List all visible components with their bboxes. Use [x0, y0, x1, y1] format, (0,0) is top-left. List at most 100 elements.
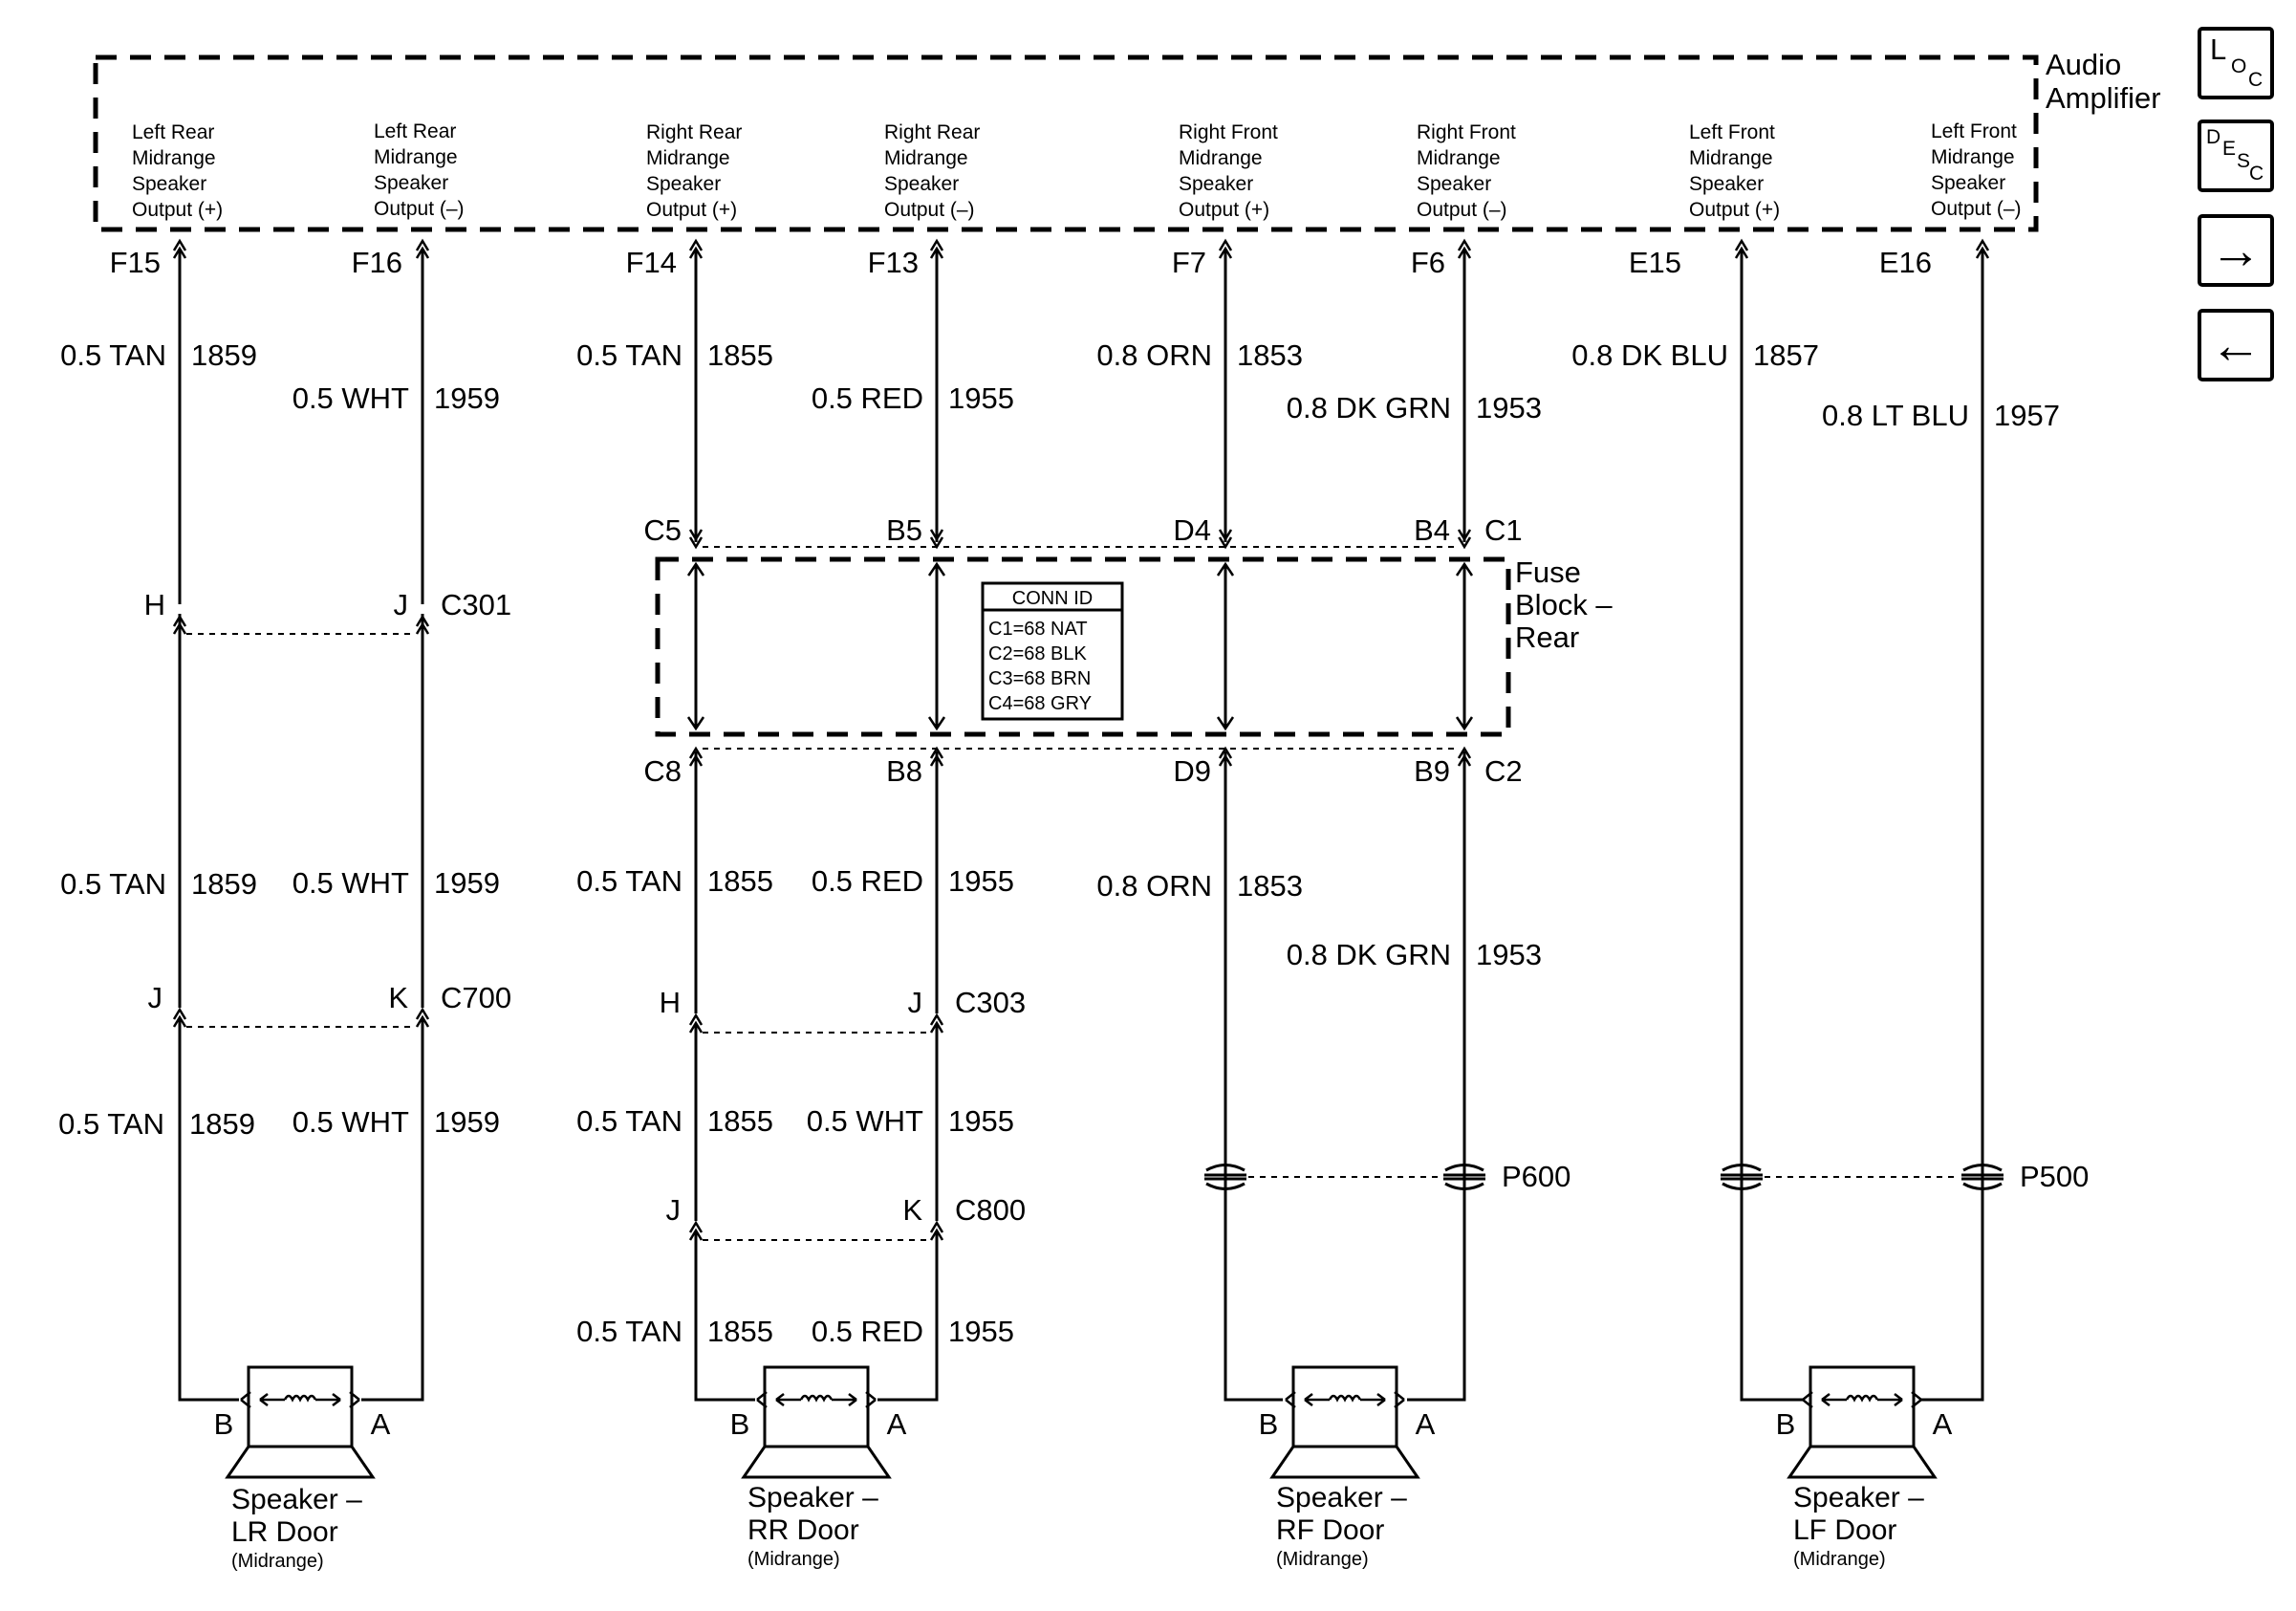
c303-pin-right: J [908, 986, 923, 1019]
wire-color-label: 0.8 ORN [1096, 869, 1212, 903]
speaker-name-line2: RF Door [1276, 1514, 1384, 1546]
wire-color-label: 0.5 TAN [576, 1104, 682, 1138]
next-page-button[interactable]: → [2198, 214, 2274, 287]
wires [178, 250, 1984, 1402]
wire-lf-minus [1921, 250, 1984, 1402]
arrow-left-icon: ← [2210, 316, 2262, 374]
speaker-name-line3: (Midrange) [1793, 1549, 1886, 1570]
fuse-pin-label: B4 [1414, 513, 1450, 547]
loc-button[interactable]: L O C [2198, 27, 2274, 99]
output-label-rr-plus: Right Rear Midrange Speaker Output (+) [646, 121, 742, 221]
svg-text:S: S [2237, 150, 2250, 172]
c700-name: C700 [441, 981, 511, 1014]
wire-color-label: 0.5 TAN [60, 867, 166, 901]
wire-color-label: 0.8 DK BLU [1571, 338, 1728, 372]
pin-label: F14 [626, 246, 677, 279]
wire-color-label: 0.5 WHT [292, 381, 409, 415]
conn-id-row: C4=68 GRY [988, 693, 1092, 714]
speaker-coil-icon [756, 1391, 877, 1408]
circuit-number: 1859 [191, 867, 257, 901]
amplifier-terminals [172, 239, 1990, 260]
svg-text:Speaker: Speaker [646, 173, 721, 195]
pin-label: F6 [1411, 246, 1445, 279]
speaker-name-line2: RR Door [747, 1514, 859, 1546]
svg-text:E: E [2222, 138, 2236, 160]
circuit-number: 1859 [191, 338, 257, 372]
fuse-pin-label: B8 [886, 754, 922, 788]
connector-c303: H J C303 [660, 986, 1026, 1034]
speaker-name-line1: Speaker – [231, 1484, 362, 1515]
wire-color-label: 0.5 TAN [576, 338, 682, 372]
speaker-pin-a: A [371, 1407, 391, 1441]
wire-color-label: 0.5 TAN [576, 1315, 682, 1348]
output-label-rf-minus: Right Front Midrange Speaker Output (–) [1417, 121, 1516, 221]
fuse-pin-label: C8 [643, 754, 682, 788]
conn-id-table: CONN ID C1=68 NAT C2=68 BLK C3=68 BRN C4… [981, 581, 1124, 721]
speaker-pin-b: B [730, 1407, 750, 1441]
wire-color-label: 0.5 WHT [807, 1104, 923, 1138]
output-label-lr-minus: Left Rear Midrange Speaker Output (–) [374, 120, 465, 220]
p500-name: P500 [2020, 1160, 2089, 1193]
svg-text:C: C [2249, 163, 2264, 185]
wire-color-label: 0.8 ORN [1096, 338, 1212, 372]
svg-text:Speaker: Speaker [1931, 172, 2005, 194]
speaker-name-line3: (Midrange) [747, 1549, 840, 1570]
connector-c700: J K C700 [148, 981, 511, 1029]
output-label-rr-minus: Right Rear Midrange Speaker Output (–) [884, 121, 980, 221]
circuit-number: 1855 [707, 1315, 773, 1348]
c303-pin-left: H [660, 986, 681, 1019]
svg-text:Output (–): Output (–) [1417, 199, 1507, 221]
circuit-number: 1955 [948, 1104, 1014, 1138]
circuit-number: 1859 [189, 1107, 255, 1141]
desc-button[interactable]: D E S C [2198, 120, 2274, 192]
speaker-rf-door: B A Speaker – RF Door (Midrange) [1259, 1365, 1436, 1570]
fuse-pin-label: C5 [643, 513, 682, 547]
svg-text:Midrange: Midrange [374, 146, 458, 168]
speaker-pin-a: A [887, 1407, 907, 1441]
speaker-rr-door: B A Speaker – RR Door (Midrange) [730, 1365, 907, 1570]
fuse-block-name-line3: Rear [1515, 620, 1579, 654]
svg-text:Midrange: Midrange [646, 147, 730, 169]
fuse-block-name-line1: Fuse [1515, 555, 1581, 589]
wire-color-label: 0.5 RED [812, 381, 923, 415]
prev-page-button[interactable]: ← [2198, 309, 2274, 381]
p600-name: P600 [1502, 1160, 1570, 1193]
svg-text:Output (–): Output (–) [884, 199, 975, 221]
wire-color-label: 0.5 TAN [58, 1107, 164, 1141]
amplifier-output-labels: Left Rear Midrange Speaker Output (+) Le… [132, 120, 2022, 221]
wire-rr-plus [694, 250, 755, 1402]
pin-label: E16 [1879, 246, 1932, 279]
speaker-coil-icon [240, 1391, 360, 1408]
fuse-block-name-line2: Block – [1515, 588, 1613, 621]
wire-rf-plus [1224, 250, 1283, 1402]
c800-pin-left: J [666, 1193, 682, 1227]
circuit-number: 1853 [1237, 338, 1303, 372]
wire-color-label: 0.5 WHT [292, 1105, 409, 1139]
circuit-number: 1959 [434, 381, 500, 415]
circuit-number: 1855 [707, 864, 773, 898]
svg-text:O: O [2231, 55, 2246, 77]
speaker-name-line3: (Midrange) [231, 1551, 324, 1572]
svg-text:Midrange: Midrange [132, 147, 216, 169]
fuse-pin-label: B9 [1414, 754, 1450, 788]
svg-text:Output (–): Output (–) [1931, 198, 2022, 220]
c303-name: C303 [955, 986, 1026, 1019]
c700-pin-left: J [148, 981, 163, 1014]
amplifier-pins: F15 F16 F14 F13 F7 F6 E15 E16 [110, 246, 1932, 279]
svg-text:Left Rear: Left Rear [374, 120, 456, 142]
conn-id-title: CONN ID [1012, 588, 1093, 609]
wire-color-label: 0.8 DK GRN [1287, 391, 1451, 425]
svg-text:Right Front: Right Front [1179, 121, 1278, 143]
conn-id-row: C2=68 BLK [988, 643, 1088, 664]
svg-text:Right Front: Right Front [1417, 121, 1516, 143]
pin-label: F13 [868, 246, 919, 279]
connector-p600: P600 [1202, 1160, 1570, 1193]
c800-pin-right: K [902, 1193, 922, 1227]
svg-text:Right Rear: Right Rear [646, 121, 742, 143]
circuit-number: 1855 [707, 1104, 773, 1138]
pin-label: F7 [1172, 246, 1206, 279]
conn-id-row: C3=68 BRN [988, 668, 1091, 689]
amplifier-name-line1: Audio [2046, 48, 2121, 81]
circuit-number: 1959 [434, 1105, 500, 1139]
svg-text:L: L [2210, 33, 2226, 66]
